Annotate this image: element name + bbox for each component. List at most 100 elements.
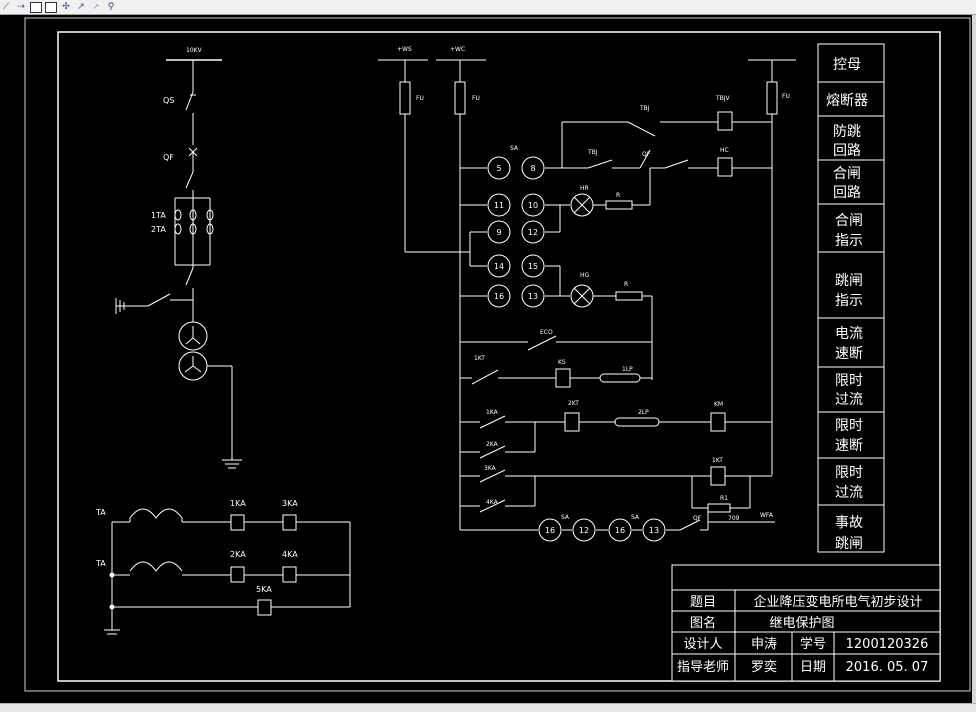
fuse-label: FU xyxy=(416,95,424,102)
qs-label: QS xyxy=(163,96,174,105)
drawing-canvas[interactable]: 控母 熔断器 防跳 回路 合闸 回路 合闸 指示 跳闸 指示 电流 速断 限时 … xyxy=(0,15,972,703)
legend-item-l2: 速断 xyxy=(835,346,863,362)
legend-item-l1: 合闸 xyxy=(833,166,861,182)
legend-item-l1: 防跳 xyxy=(833,124,861,140)
kt1-label: 1KT xyxy=(712,457,723,464)
r-label: R xyxy=(616,192,620,199)
contact-number: 11 xyxy=(494,201,504,210)
qf-label: QF xyxy=(642,151,651,158)
date-value: 2016. 05. 07 xyxy=(846,660,929,675)
contact-number: 16 xyxy=(545,526,555,535)
legend-item-l1: 跳闸 xyxy=(835,273,863,289)
ks-label: KS xyxy=(558,359,566,366)
contact-number: 9 xyxy=(496,228,501,237)
bus-voltage-label: 10KV xyxy=(186,47,203,54)
control-circuit xyxy=(378,59,796,531)
qf-label: QF xyxy=(693,515,702,522)
rectangle-icon[interactable] xyxy=(30,1,42,13)
legend-item-l1: 电流 xyxy=(835,326,863,342)
student-no-label: 学号 xyxy=(800,636,826,652)
hg-label: HG xyxy=(580,272,590,279)
hr-label: HR xyxy=(580,185,589,192)
sa-label: SA xyxy=(510,145,519,152)
km-label: KM xyxy=(714,401,723,408)
legend-item-l1: 合闸 xyxy=(835,213,863,229)
advisor-value: 罗奕 xyxy=(751,659,777,675)
legend-item-l2: 回路 xyxy=(833,185,861,201)
ka3-label: 3KA xyxy=(282,499,298,508)
rectangle-icon[interactable] xyxy=(45,1,57,13)
contact-number: 15 xyxy=(528,262,538,271)
sa-label: SA xyxy=(631,514,640,521)
contact-number: 16 xyxy=(494,292,504,301)
ka5-label: 5KA xyxy=(256,585,272,594)
student-no-value: 1200120326 xyxy=(846,637,929,652)
rectangle-select-icon[interactable]: ⇢ xyxy=(17,1,25,12)
date-label: 日期 xyxy=(800,660,826,675)
outer-frame xyxy=(24,17,971,692)
contact-number: 5 xyxy=(496,164,501,173)
tbj-label: TBJ xyxy=(639,105,650,112)
legend-item: 熔断器 xyxy=(826,93,868,109)
contact-number: 10 xyxy=(528,201,538,210)
primary-single-line xyxy=(115,59,242,469)
ct-circuit xyxy=(104,508,351,635)
move-icon[interactable]: ✣ xyxy=(62,1,70,12)
bus-label: +WS xyxy=(397,46,412,53)
legend-item-l2: 指示 xyxy=(835,233,863,249)
legend-item-l1: 限时 xyxy=(835,418,863,434)
ka1-label: 1KA xyxy=(230,499,246,508)
contact-circles xyxy=(487,156,666,542)
advisor-label: 指导老师 xyxy=(677,660,729,675)
ka2-label: 2KA xyxy=(230,550,246,559)
inner-frame xyxy=(57,31,941,682)
r1-label: R1 xyxy=(720,495,728,502)
sa-label: SA xyxy=(561,514,570,521)
fuse-label: FU xyxy=(472,95,480,102)
legend-item-l2: 回路 xyxy=(833,143,861,159)
contact-number: 13 xyxy=(528,292,538,301)
cursor-icon[interactable]: ⸕ xyxy=(92,1,100,12)
wfa-label: WFA xyxy=(760,512,774,519)
hc-label: HC xyxy=(720,147,729,154)
lp1-label: 1LP xyxy=(622,366,633,373)
qf-label: QF xyxy=(163,153,174,162)
contact-number: 12 xyxy=(579,526,589,535)
r-label: R xyxy=(624,281,628,288)
lp2-label: 2LP xyxy=(638,409,649,416)
legend-item-l2: 过流 xyxy=(835,485,863,501)
pointer-icon[interactable]: ↗ xyxy=(77,1,85,12)
vertical-scrollbar[interactable] xyxy=(972,15,976,703)
topic-value: 企业降压变电所电气初步设计 xyxy=(753,594,922,610)
ta-label: TA xyxy=(95,559,106,568)
legend-item-l1: 限时 xyxy=(835,373,863,389)
draw-line-icon[interactable]: ⟋ xyxy=(2,1,10,12)
eco-label: ECO xyxy=(540,329,553,336)
kt2-label: 2KT xyxy=(568,400,579,407)
bus-label: +WC xyxy=(450,46,465,53)
legend-item-l2: 跳闸 xyxy=(835,536,863,552)
tbj-label: TBJ xyxy=(587,149,598,156)
toolbar: ⟋ ⇢ ✣ ↗ ⸕ ⚲ xyxy=(0,0,976,15)
tbjv-label: TBJV xyxy=(715,95,731,102)
ka4-label: 4KA xyxy=(486,499,499,506)
horizontal-scrollbar[interactable] xyxy=(0,703,976,712)
wand-icon[interactable]: ⚲ xyxy=(107,1,115,12)
contact-number: 13 xyxy=(649,526,659,535)
contact-number: 8 xyxy=(530,164,535,173)
drawing-label: 图名 xyxy=(690,615,716,631)
contact-number: 14 xyxy=(494,262,504,271)
ka3-label: 3KA xyxy=(484,465,497,472)
designer-label: 设计人 xyxy=(683,637,722,652)
title-block xyxy=(671,564,941,682)
legend-column xyxy=(817,43,885,553)
legend-item-l2: 速断 xyxy=(835,438,863,454)
drawing-value: 继电保护图 xyxy=(769,616,834,631)
topic-label: 题目 xyxy=(690,595,716,610)
legend-item-l2: 指示 xyxy=(835,293,863,309)
legend-item-l2: 过流 xyxy=(835,392,863,408)
ta1-label: 1TA xyxy=(151,211,166,220)
ta2-label: 2TA xyxy=(151,225,166,234)
fuse-label: FU xyxy=(782,93,790,100)
ka1-label: 1KA xyxy=(486,409,499,416)
